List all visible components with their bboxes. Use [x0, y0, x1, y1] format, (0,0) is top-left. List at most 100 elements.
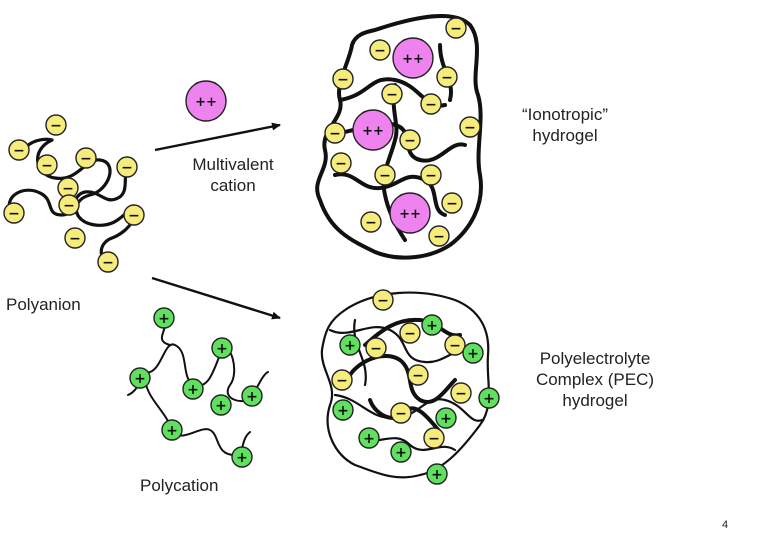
svg-text:−: − — [379, 168, 391, 184]
svg-text:+: + — [467, 346, 479, 362]
svg-text:−: − — [404, 326, 416, 342]
positive-charge-bead: + — [436, 408, 456, 428]
divalent-cation-bead: ++ — [353, 110, 393, 150]
svg-text:+: + — [440, 411, 452, 427]
svg-text:+: + — [337, 403, 349, 419]
svg-text:−: − — [337, 72, 349, 88]
negative-charge-bead: − — [333, 69, 353, 89]
svg-text:++: ++ — [195, 95, 217, 110]
positive-charge-bead: + — [162, 420, 182, 440]
svg-text:+: + — [158, 311, 170, 327]
positive-charge-bead: + — [422, 315, 442, 335]
svg-text:−: − — [455, 386, 467, 402]
pec-label-line3: hydrogel — [520, 390, 670, 411]
svg-text:+: + — [246, 389, 258, 405]
positive-charge-bead: + — [212, 338, 232, 358]
negative-charge-bead: − — [446, 18, 466, 38]
negative-charge-bead: − — [9, 140, 29, 160]
svg-text:−: − — [336, 373, 348, 389]
svg-text:+: + — [431, 467, 443, 483]
svg-text:+: + — [166, 423, 178, 439]
positive-charge-bead: + — [333, 400, 353, 420]
positive-charge-bead: + — [130, 368, 150, 388]
pec-label-line1: Polyelectrolyte — [520, 348, 670, 369]
polycation-label: Polycation — [140, 475, 218, 496]
svg-text:−: − — [370, 341, 382, 357]
svg-text:++: ++ — [399, 207, 421, 222]
svg-text:−: − — [335, 156, 347, 172]
svg-text:+: + — [426, 318, 438, 334]
negative-charge-bead: − — [325, 123, 345, 143]
svg-text:−: − — [425, 97, 437, 113]
negative-charge-bead: − — [421, 165, 441, 185]
positive-charge-bead: + — [242, 386, 262, 406]
negative-charge-bead: − — [117, 157, 137, 177]
divalent-cation-bead: ++ — [393, 38, 433, 78]
svg-text:−: − — [450, 21, 462, 37]
svg-text:−: − — [121, 160, 133, 176]
svg-text:−: − — [446, 196, 458, 212]
svg-text:+: + — [187, 382, 199, 398]
svg-text:++: ++ — [402, 52, 424, 67]
polyanion-label: Polyanion — [6, 294, 81, 315]
negative-charge-bead: − — [370, 40, 390, 60]
positive-charge-bead: + — [479, 388, 499, 408]
negative-charge-bead: − — [460, 117, 480, 137]
positive-charge-bead: + — [211, 395, 231, 415]
positive-charge-bead: + — [359, 428, 379, 448]
negative-charge-bead: − — [400, 130, 420, 150]
positive-charge-bead: + — [183, 379, 203, 399]
multivalent-label-line1: Multivalent — [178, 154, 288, 175]
page-number: 4 — [722, 519, 728, 531]
positive-charge-bead: + — [391, 442, 411, 462]
negative-charge-bead: − — [391, 403, 411, 423]
positive-charge-bead: + — [154, 308, 174, 328]
negative-charge-bead: − — [429, 226, 449, 246]
divalent-cation-bead: ++ — [390, 193, 430, 233]
negative-charge-bead: − — [373, 290, 393, 310]
negative-charge-bead: − — [4, 203, 24, 223]
svg-text:+: + — [363, 431, 375, 447]
svg-text:−: − — [395, 406, 407, 422]
negative-charge-bead: − — [445, 335, 465, 355]
negative-charge-bead: − — [37, 155, 57, 175]
pec-hydrogel-label: Polyelectrolyte Complex (PEC) hydrogel — [520, 348, 670, 411]
svg-text:−: − — [441, 70, 453, 86]
negative-charge-bead: − — [331, 153, 351, 173]
negative-charge-bead: − — [424, 428, 444, 448]
svg-text:+: + — [236, 450, 248, 466]
multivalent-label-line2: cation — [178, 175, 288, 196]
svg-text:+: + — [395, 445, 407, 461]
svg-text:−: − — [386, 87, 398, 103]
negative-charge-bead: − — [451, 383, 471, 403]
multivalent-cation-label: Multivalent cation — [178, 154, 288, 196]
negative-charge-bead: − — [366, 338, 386, 358]
ionotropic-label-line1: “Ionotropic” — [505, 104, 625, 125]
negative-charge-bead: − — [46, 115, 66, 135]
ionotropic-hydrogel-label: “Ionotropic” hydrogel — [505, 104, 625, 146]
svg-text:−: − — [329, 126, 341, 142]
negative-charge-bead: − — [375, 165, 395, 185]
svg-text:−: − — [13, 143, 25, 159]
svg-text:−: − — [41, 158, 53, 174]
svg-text:−: − — [425, 168, 437, 184]
negative-charge-bead: − — [59, 195, 79, 215]
svg-text:+: + — [344, 338, 356, 354]
negative-charge-bead: − — [382, 84, 402, 104]
svg-text:+: + — [215, 398, 227, 414]
svg-text:−: − — [377, 293, 389, 309]
svg-text:−: − — [365, 215, 377, 231]
svg-text:++: ++ — [362, 124, 384, 139]
svg-text:−: − — [102, 255, 114, 271]
negative-charge-bead: − — [124, 205, 144, 225]
positive-charge-bead: + — [340, 335, 360, 355]
svg-text:−: − — [412, 368, 424, 384]
svg-text:−: − — [449, 338, 461, 354]
negative-charge-bead: − — [76, 148, 96, 168]
negative-charge-bead: − — [400, 323, 420, 343]
svg-text:−: − — [433, 229, 445, 245]
svg-text:−: − — [8, 206, 20, 222]
negative-charge-bead: − — [98, 252, 118, 272]
svg-text:+: + — [483, 391, 495, 407]
